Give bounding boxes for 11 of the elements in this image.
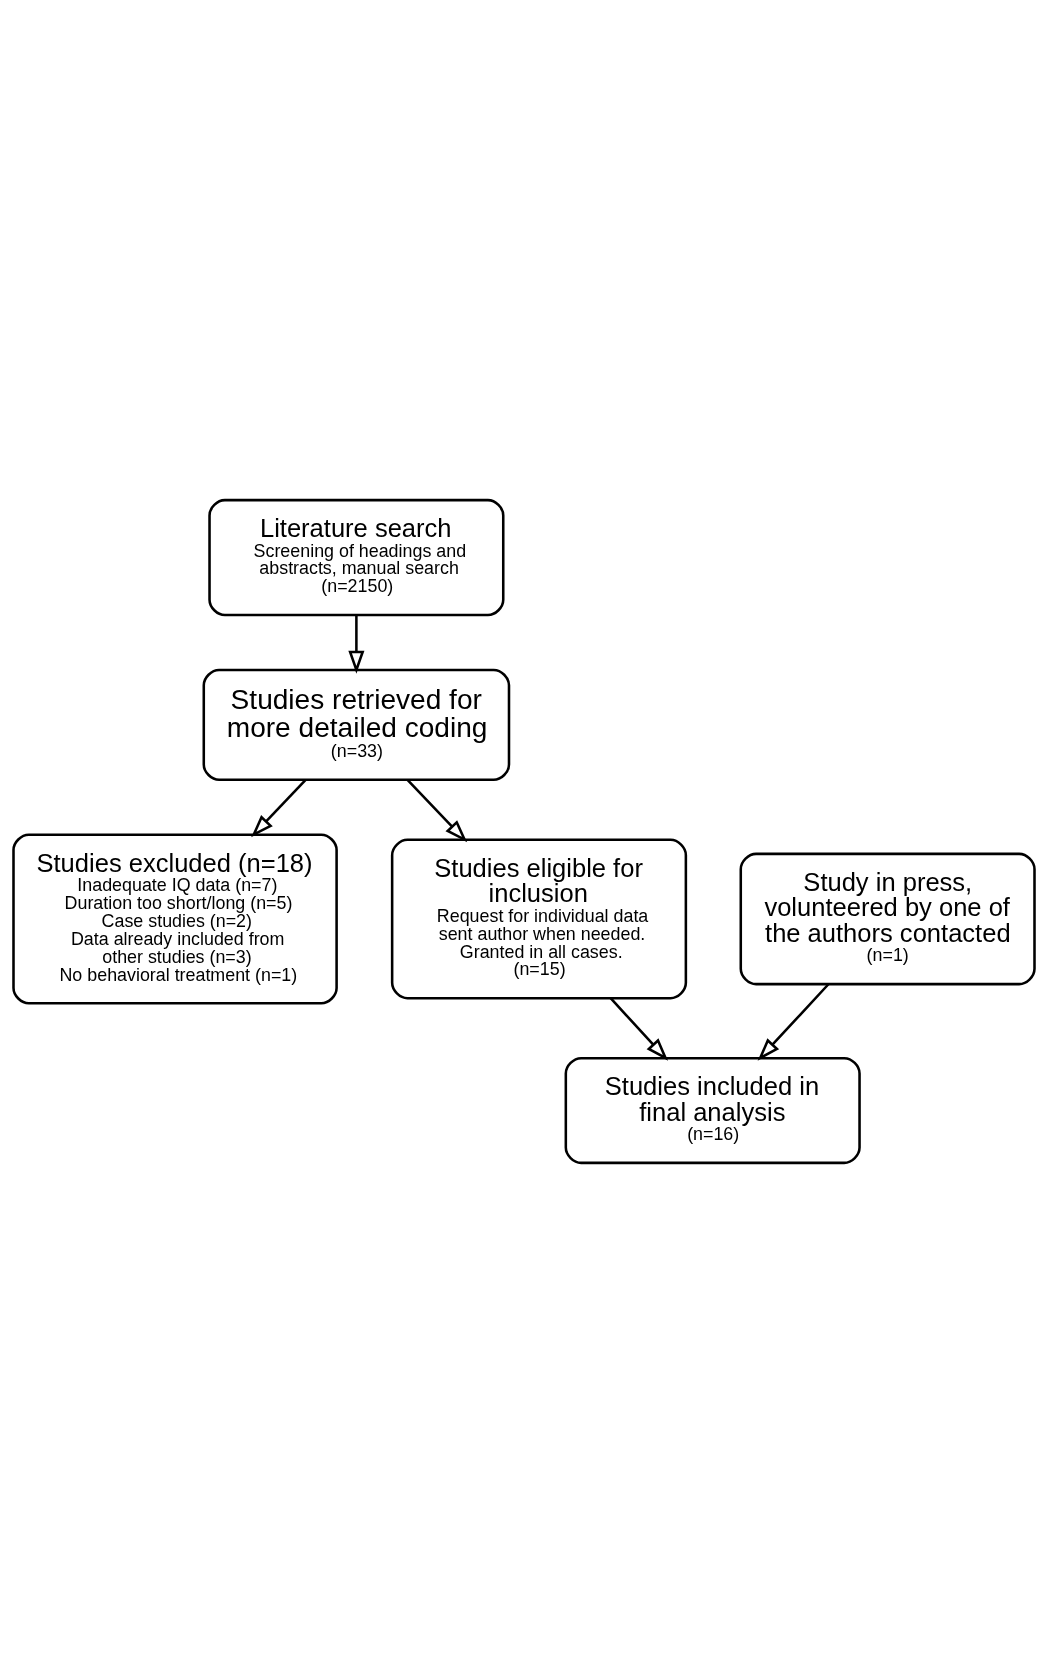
node-box: Studies eligible for inclusion Request for individual data sent author when needed. Granted in all cases. (n=15) [390, 838, 688, 1000]
arrow [757, 983, 830, 1061]
node-box: Study in press, volunteered by one of the authors contacted (n=1) [739, 852, 1036, 986]
arrow [348, 615, 365, 674]
node-box: Studies retrieved for more detailed coding (n=33) [202, 668, 511, 782]
arrow [406, 779, 468, 843]
node-box: Studies included in final analysis (n=16) [564, 1056, 861, 1165]
node-box: Literature search Screening of headings and abstracts, manual search (n=2150) [208, 498, 505, 617]
node-box: Studies excluded (n=18) Inadequate IQ data (n=7) Duration too short/long (n=5) Case studies (n=2) Data already included from other studies (n=3) No behavioral treatment (n=1) [12, 833, 338, 1005]
arrow [609, 997, 669, 1061]
arrow [251, 779, 307, 838]
